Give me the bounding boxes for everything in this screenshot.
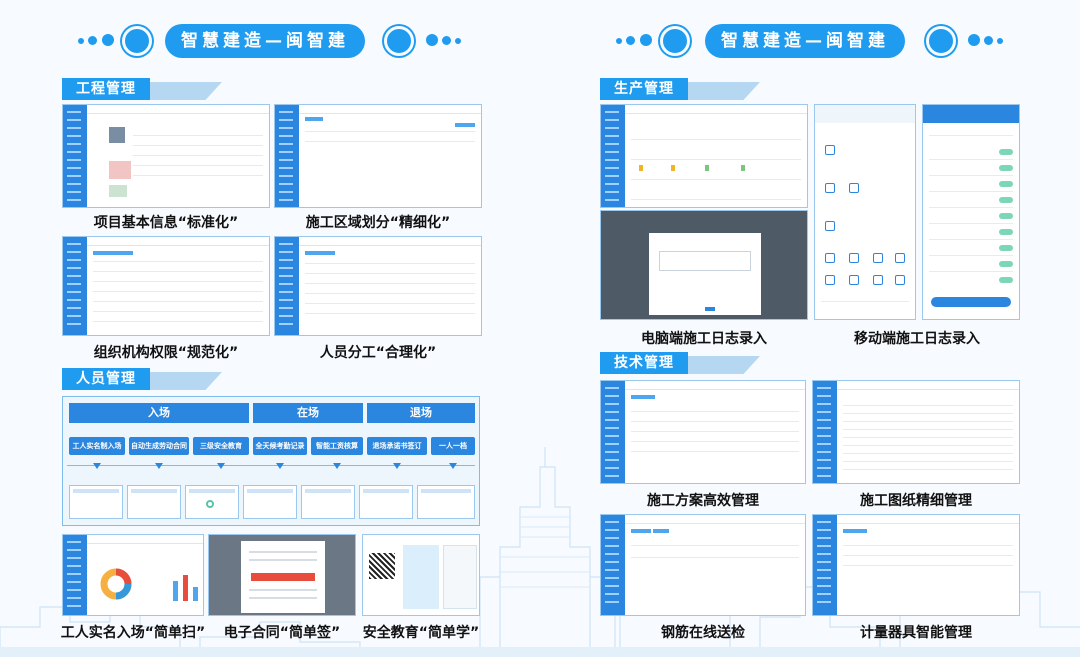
donut-chart-icon xyxy=(100,568,132,600)
menu-icon xyxy=(825,275,835,285)
screenshot-plan-management xyxy=(600,380,806,484)
step-safety-education: 三级安全教育 xyxy=(193,437,249,455)
screenshot-staff-division xyxy=(274,236,482,336)
arrow-icon xyxy=(333,463,341,469)
mini-screenshot xyxy=(301,485,355,519)
mini-screenshot xyxy=(127,485,181,519)
section-technical-management: 技术管理 xyxy=(600,352,760,374)
arrow-icon xyxy=(276,463,284,469)
phase-entry: 入场 xyxy=(69,403,249,423)
personnel-flow-panel: 入场 在场 退场 工人实名制入场 自动生成劳动合同 三级安全教育 全天候考勤记录… xyxy=(62,396,480,526)
phase-on-site: 在场 xyxy=(253,403,363,423)
menu-icon xyxy=(825,183,835,193)
menu-icon xyxy=(895,253,905,263)
caption-e-contract: 电子合同“简单签” xyxy=(223,625,341,641)
caption-drawing-management: 施工图纸精细管理 xyxy=(860,493,972,509)
arrow-icon xyxy=(449,463,457,469)
section-label: 生产管理 xyxy=(600,78,688,100)
step-wage-calc: 智能工资核算 xyxy=(311,437,363,455)
menu-icon xyxy=(825,145,835,155)
screenshot-e-contract xyxy=(208,534,356,616)
menu-icon xyxy=(873,253,883,263)
screenshot-org-permission xyxy=(62,236,270,336)
banner-decoration-right-end xyxy=(922,24,1012,58)
section-personnel-management: 人员管理 xyxy=(62,368,222,390)
mini-screenshot xyxy=(243,485,297,519)
caption-mobile-log: 移动端施工日志录入 xyxy=(854,331,980,347)
screenshot-pc-log-entry xyxy=(600,210,808,320)
caption-staff-division: 人员分工“合理化” xyxy=(319,345,437,361)
step-attendance: 全天候考勤记录 xyxy=(253,437,307,455)
banner-title-left: 智慧建造—闽智建 xyxy=(165,24,365,58)
menu-icon xyxy=(873,275,883,285)
phase-exit: 退场 xyxy=(367,403,475,423)
screenshot-mobile-menu xyxy=(814,104,916,320)
step-personal-archive: 一人一档 xyxy=(431,437,475,455)
mini-screenshot xyxy=(417,485,475,519)
arrow-icon xyxy=(217,463,225,469)
arrow-icon xyxy=(155,463,163,469)
mini-screenshot xyxy=(69,485,123,519)
banner-decoration-left xyxy=(78,24,158,58)
arrow-icon xyxy=(393,463,401,469)
screenshot-project-info xyxy=(62,104,270,208)
screenshot-mobile-log-list xyxy=(922,104,1020,320)
step-exit-commitment: 退场承诺书签订 xyxy=(367,437,427,455)
timeline xyxy=(67,465,475,466)
screenshot-safety-education xyxy=(362,534,480,616)
menu-icon xyxy=(849,183,859,193)
caption-org-permission: 组织机构权限“规范化” xyxy=(93,345,239,361)
section-label: 工程管理 xyxy=(62,78,150,100)
mini-screenshot xyxy=(359,485,413,519)
screenshot-meter-management xyxy=(812,514,1020,616)
menu-icon xyxy=(895,275,905,285)
screenshot-area-division xyxy=(274,104,482,208)
banner-decoration-right xyxy=(616,24,696,58)
caption-meter-management: 计量器具智能管理 xyxy=(860,625,972,641)
menu-icon xyxy=(849,253,859,263)
section-label: 技术管理 xyxy=(600,352,688,374)
caption-realname-entry: 工人实名入场“简单扫” xyxy=(60,625,206,641)
section-production-management: 生产管理 xyxy=(600,78,760,100)
section-label: 人员管理 xyxy=(62,368,150,390)
caption-safety-education: 安全教育“简单学” xyxy=(362,625,480,641)
menu-icon xyxy=(825,253,835,263)
banner-decoration-left-end xyxy=(380,24,470,58)
mini-screenshot xyxy=(185,485,239,519)
banner-title-right: 智慧建造—闽智建 xyxy=(705,24,905,58)
screenshot-pc-log-calendar xyxy=(600,104,808,208)
screenshot-rebar-check xyxy=(600,514,806,616)
menu-icon xyxy=(825,221,835,231)
step-realname-entry: 工人实名制入场 xyxy=(69,437,125,455)
caption-project-info: 项目基本信息“标准化” xyxy=(93,215,239,231)
step-auto-contract: 自动生成劳动合同 xyxy=(129,437,189,455)
screenshot-drawing-management xyxy=(812,380,1020,484)
section-project-management: 工程管理 xyxy=(62,78,222,100)
caption-plan-management: 施工方案高效管理 xyxy=(647,493,759,509)
caption-pc-log: 电脑端施工日志录入 xyxy=(641,331,767,347)
menu-icon xyxy=(849,275,859,285)
caption-rebar-check: 钢筋在线送检 xyxy=(661,625,745,641)
screenshot-realname-entry xyxy=(62,534,204,616)
arrow-icon xyxy=(93,463,101,469)
caption-area-division: 施工区域划分“精细化” xyxy=(305,215,451,231)
